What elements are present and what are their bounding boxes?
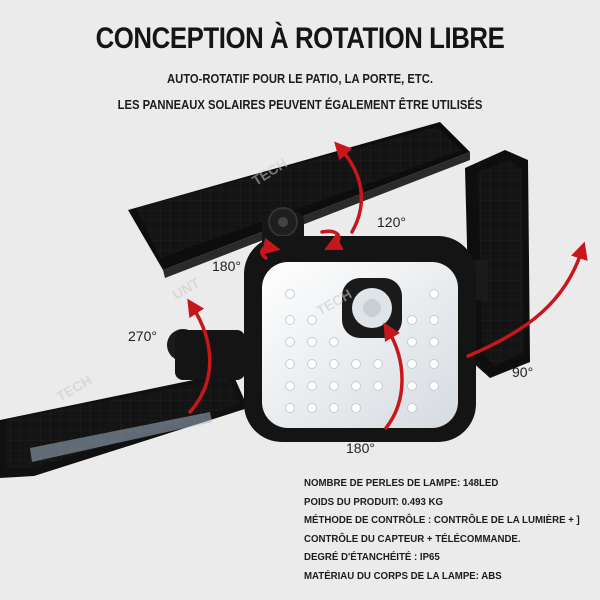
angle-label-left-panel: 270° [128,328,157,344]
spec-material: MATÉRIAU DU CORPS DE LA LAMPE: ABS [304,569,502,582]
angle-label-head-rotation: 180° [212,258,241,274]
angle-label-right-panel: 90° [512,364,534,380]
lamp-head [244,236,476,442]
left-solar-panel [0,329,248,478]
rotation-arrows [187,141,588,430]
spec-waterproof: DEGRÉ D'ÉTANCHÉITÉ : IP65 [304,551,440,563]
angle-label-top-panel: 120° [377,214,406,230]
spec-weight: POIDS DU PRODUIT: 0.493 KG [304,495,444,508]
led-bead-grid [285,289,439,413]
arrow-top-panel [334,141,364,234]
arrow-lamp-tilt [383,322,404,430]
spec-control-method: MÉTHODE DE CONTRÔLE : CONTRÔLE DE LA LUM… [304,514,580,526]
spec-led-count: NOMBRE DE PERLES DE LAMPE: 148LED [304,477,499,489]
top-solar-panel [128,122,470,278]
spec-control-method-cont: CONTRÔLE DU CAPTEUR + TÉLÉCOMMANDE. [304,532,521,545]
spec-list: NOMBRE DE PERLES DE LAMPE: 148LED POIDS … [304,474,596,585]
subtitle-solar-panels: LES PANNEAUX SOLAIRES PEUVENT ÉGALEMENT … [117,98,483,112]
angle-label-lamp-tilt: 180° [346,440,375,456]
page-title: CONCEPTION À ROTATION LIBRE [95,22,505,55]
arrow-head-rotation-left [260,237,281,260]
arrow-head-rotation-right [320,229,344,250]
arrow-right-panel [466,241,588,358]
subtitle-auto-rotate: AUTO-ROTATIF POUR LE PATIO, LA PORTE, ET… [166,72,434,86]
svg-text:TECH: TECH [54,372,95,405]
arrow-left-panel [187,298,212,414]
svg-text:UNT: UNT [170,274,203,302]
